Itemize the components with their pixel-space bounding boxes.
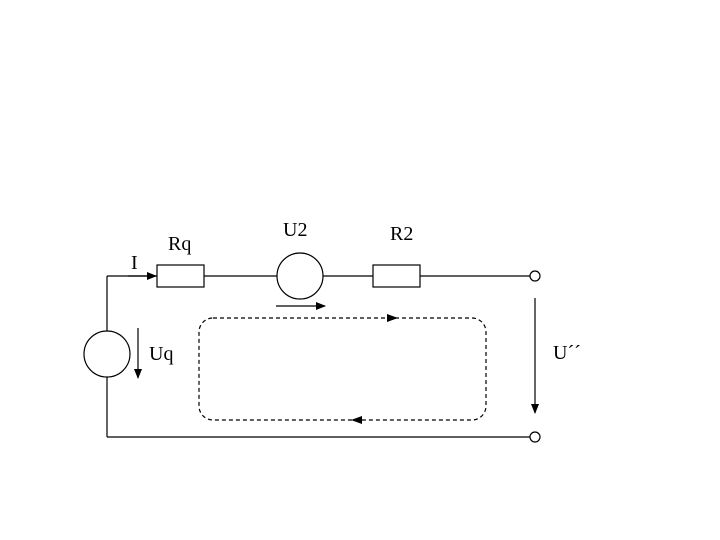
- loop-arrow-top-icon: [387, 314, 398, 322]
- label-uq: Uq: [149, 343, 174, 365]
- voltage-source-uq: [83, 330, 131, 378]
- resistor-r2: [372, 264, 421, 288]
- voltage-source-u2: [276, 252, 324, 300]
- label-r2: R2: [390, 223, 414, 245]
- terminal-top: [529, 270, 541, 282]
- mesh-loop: [198, 317, 487, 421]
- label-u2: U2: [283, 219, 308, 241]
- label-output-voltage: U´´: [553, 342, 581, 364]
- terminal-bottom: [529, 431, 541, 443]
- resistor-rq: [156, 264, 205, 288]
- loop-arrow-bottom-icon: [351, 416, 362, 424]
- label-current: I: [131, 252, 138, 274]
- label-rq: Rq: [168, 233, 192, 255]
